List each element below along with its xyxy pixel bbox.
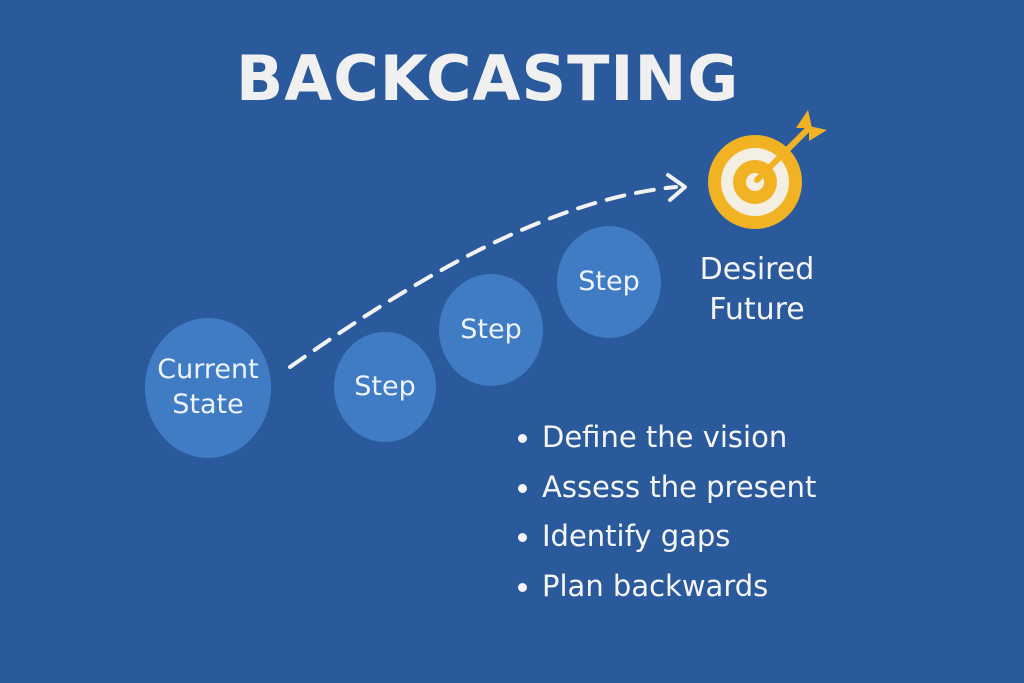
list-item: Plan backwards xyxy=(516,562,816,612)
goal-label-line1: Desired xyxy=(699,252,815,287)
bullet-dot-icon xyxy=(518,533,527,542)
step-label: Step xyxy=(578,265,640,297)
dart-arrow-icon xyxy=(754,110,827,183)
list-item-text: Assess the present xyxy=(542,469,817,504)
bullet-dot-icon xyxy=(518,582,527,592)
current-state-node: Current State xyxy=(145,318,271,458)
bullet-dot-icon xyxy=(518,483,527,493)
dashed-arrow-icon xyxy=(288,173,687,369)
current-state-label-line1: Current xyxy=(157,354,259,386)
page-title: BACKCASTING xyxy=(236,42,740,115)
step-node-2: Step xyxy=(439,274,543,386)
step-label: Step xyxy=(460,313,522,345)
list-item: Assess the present xyxy=(516,463,816,513)
progress-path xyxy=(288,185,678,369)
bullet-dot-icon xyxy=(518,434,527,443)
desired-future-label: Desired Future xyxy=(684,250,830,329)
list-item: Identify gaps xyxy=(516,512,816,562)
list-item: Define the vision xyxy=(516,413,816,463)
list-item-text: Plan backwards xyxy=(542,568,769,603)
list-item-text: Identify gaps xyxy=(542,519,731,553)
process-bullet-list: Define the vision Assess the present Ide… xyxy=(516,413,816,611)
list-item-text: Define the vision xyxy=(542,420,788,454)
step-node-1: Step xyxy=(334,332,436,442)
step-node-3: Step xyxy=(557,226,661,338)
current-state-label-line2: State xyxy=(172,389,244,420)
goal-label-line2: Future xyxy=(709,291,805,327)
step-label: Step xyxy=(354,370,416,402)
progress-arrowhead xyxy=(666,173,687,202)
